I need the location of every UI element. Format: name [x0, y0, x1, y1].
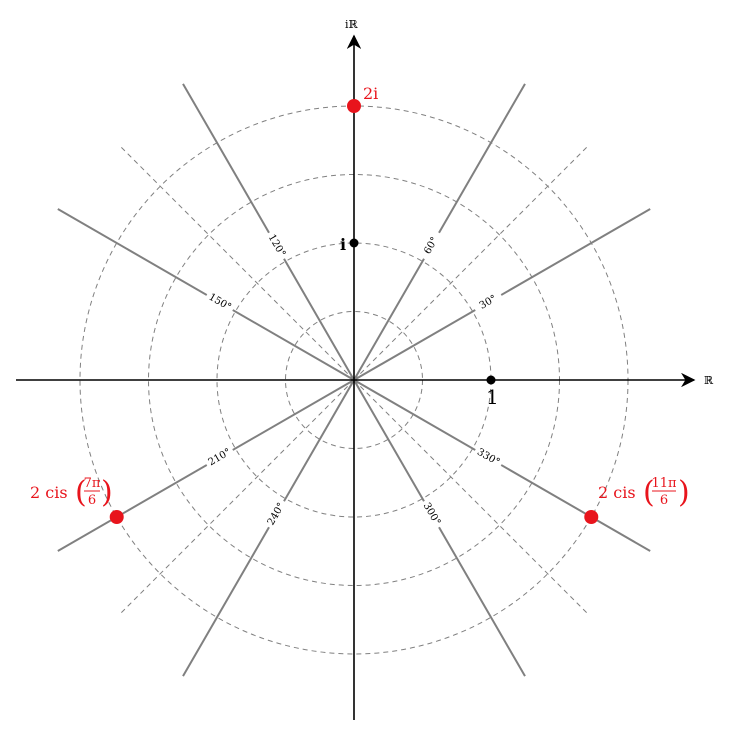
angle-label-bg	[471, 443, 505, 472]
point-i	[349, 238, 359, 248]
ray-150	[57, 208, 355, 381]
dashed-ray	[353, 146, 588, 381]
svg-text:2 cis: 2 cis	[30, 483, 68, 502]
angle-label-bg	[262, 229, 291, 263]
ray-60	[353, 83, 526, 381]
angle-label-bg	[203, 288, 237, 317]
dashed-rays	[120, 146, 588, 614]
svg-text:2 cis: 2 cis	[598, 483, 636, 502]
solid-rays	[57, 83, 651, 677]
paren-right: )	[678, 475, 690, 510]
point-2cis-11pi-6-label: 2 cis ( 11π 6 )	[598, 475, 690, 510]
point-2cis-11pi-6	[584, 510, 599, 524]
point-1-label: 1	[486, 385, 499, 409]
point-i-label: i	[340, 235, 346, 254]
dashed-ray	[120, 146, 355, 381]
point-1	[486, 375, 496, 385]
fraction-numerator: 7π	[84, 476, 101, 491]
angle-label-bg	[203, 443, 237, 472]
ray-210	[57, 379, 355, 552]
imaginary-axis-label: iℝ	[345, 18, 359, 31]
point-2i	[347, 99, 361, 113]
ray-240	[182, 379, 355, 677]
paren-right: )	[101, 475, 113, 510]
angle-label-bg	[417, 497, 446, 531]
point-2i-label: 2i	[363, 84, 378, 103]
dashed-ray	[120, 379, 355, 614]
angle-labels: 30°60°120°150°210°240°300°330°	[203, 229, 505, 531]
angle-label-bg	[417, 229, 446, 263]
ray-30	[353, 208, 651, 381]
ray-300	[353, 379, 526, 677]
points	[109, 99, 599, 524]
real-axis-label: ℝ	[704, 374, 714, 387]
dashed-ray	[353, 379, 588, 614]
ray-120	[182, 83, 355, 381]
paren-left: (	[75, 475, 87, 510]
angle-label-bg	[471, 288, 505, 317]
fraction-denominator: 6	[88, 493, 96, 508]
fraction-denominator: 6	[660, 493, 668, 508]
angle-label-bg	[262, 497, 291, 531]
point-2cis-7pi-6	[109, 510, 124, 524]
fraction-numerator: 11π	[651, 476, 677, 491]
point-2cis-7pi-6-label: 2 cis ( 7π 6 )	[30, 475, 113, 510]
paren-left: (	[643, 475, 655, 510]
ray-330	[353, 379, 651, 552]
